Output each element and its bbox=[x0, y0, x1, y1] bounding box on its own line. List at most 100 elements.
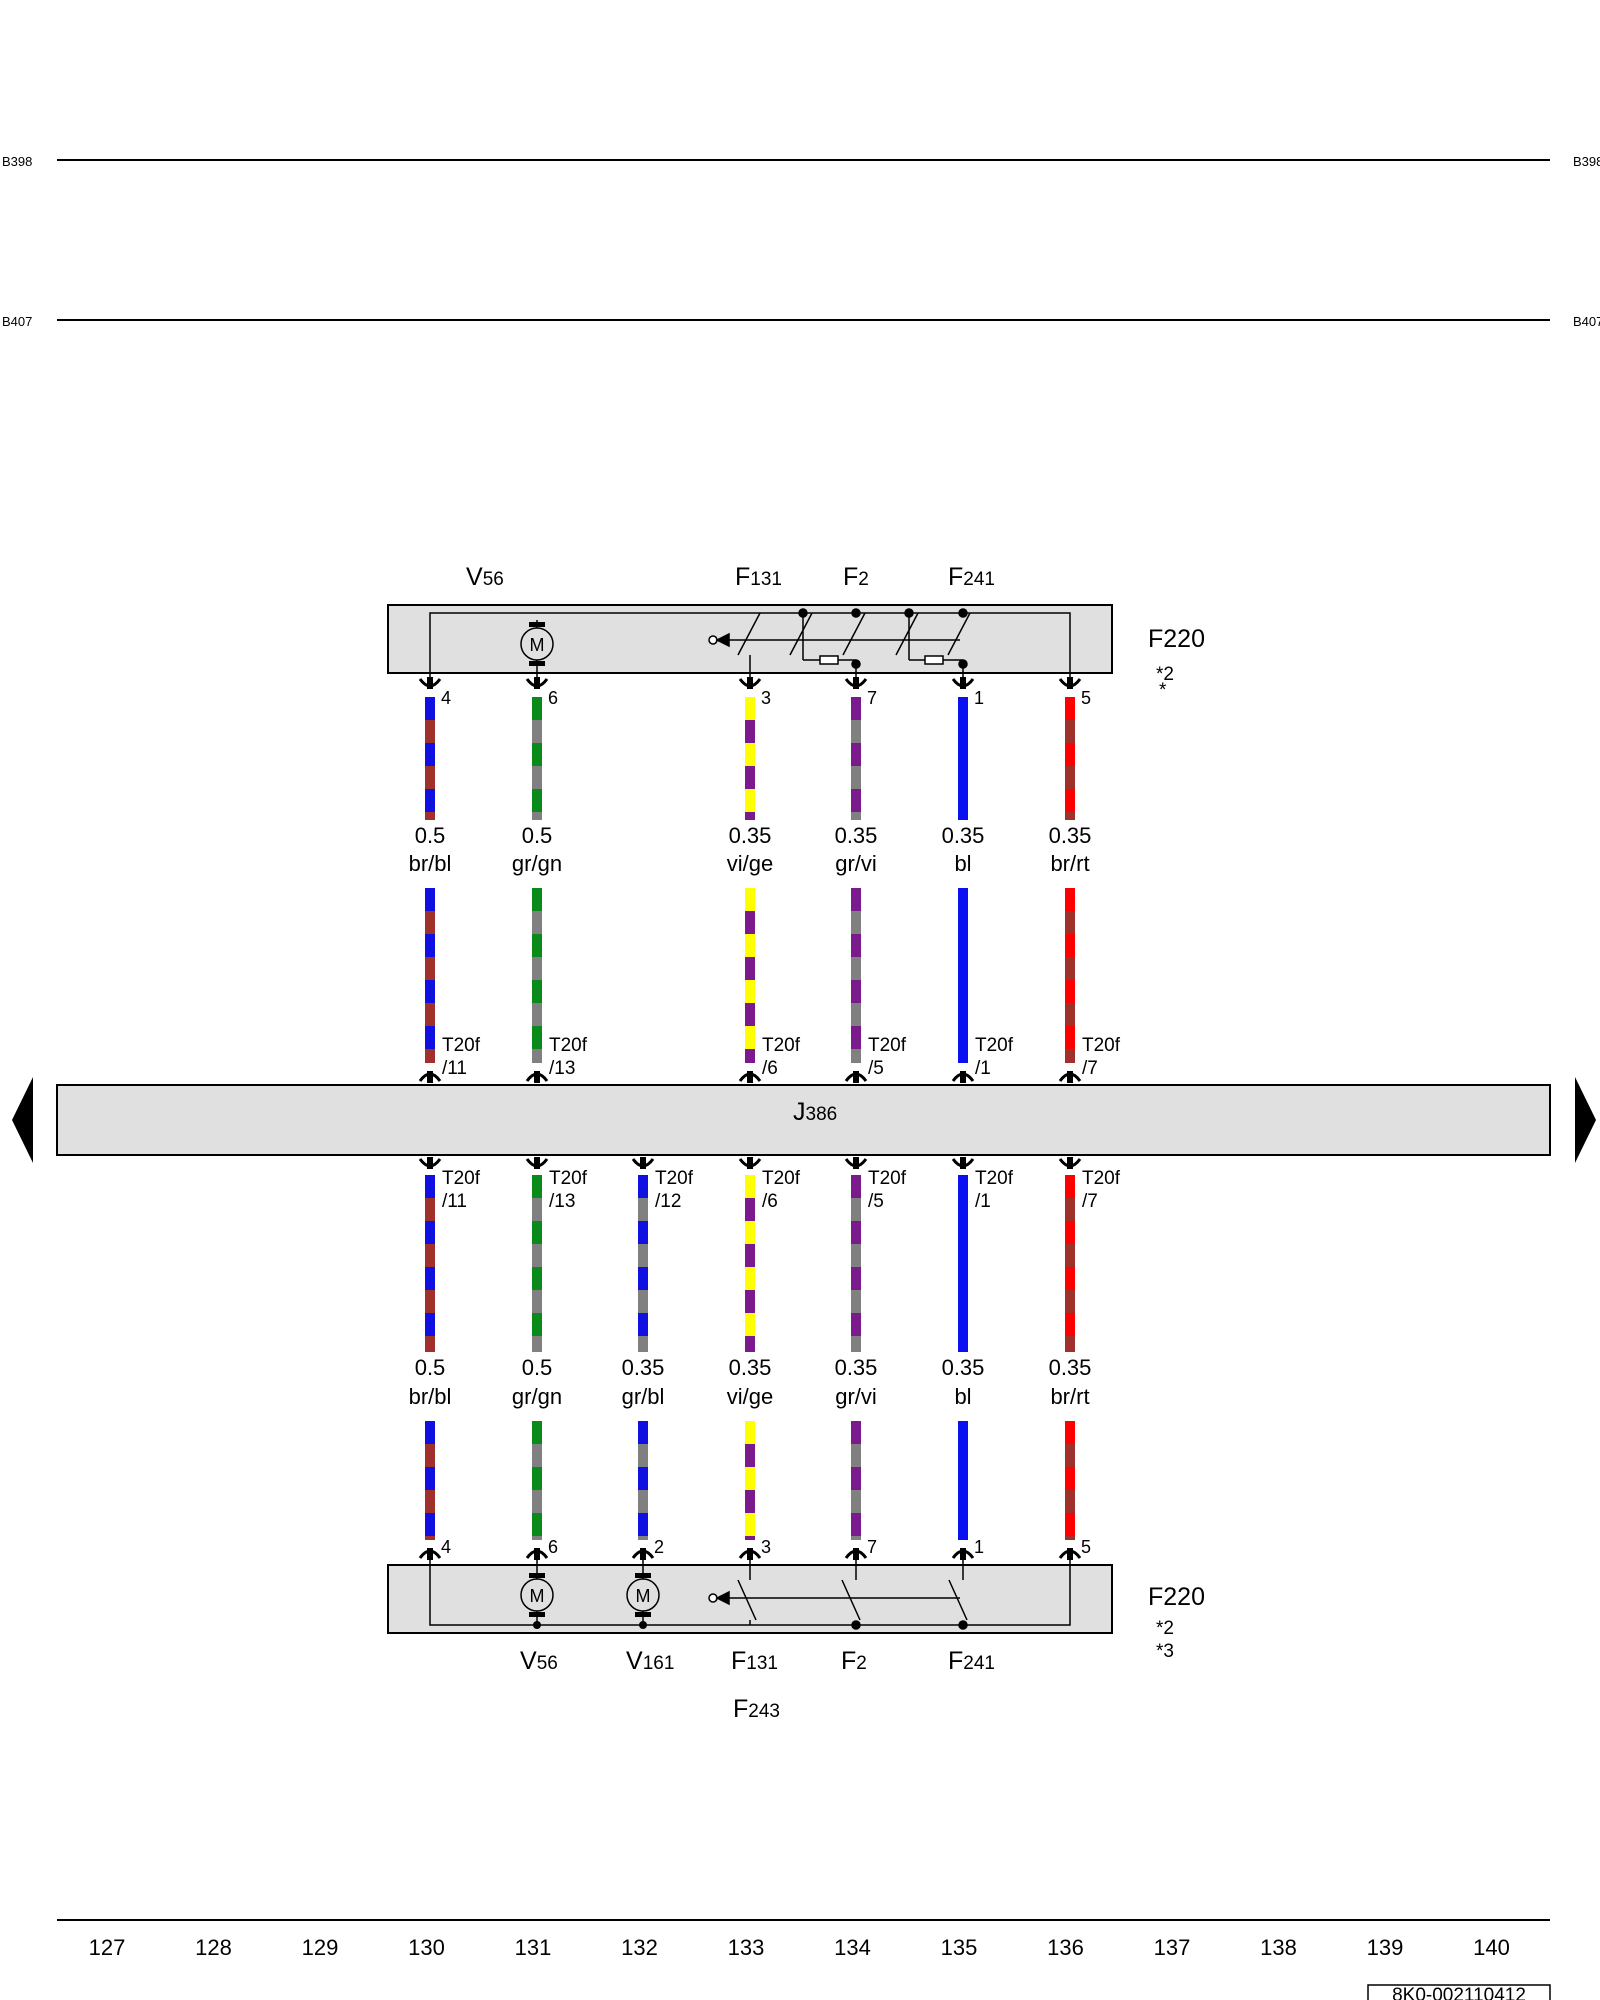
upper-unit-pin-label: 7 bbox=[867, 688, 877, 708]
upper-unit-pin-label: 6 bbox=[548, 688, 558, 708]
connector-label: T20f bbox=[868, 1035, 907, 1056]
lower-label-f243: F243 bbox=[733, 1695, 780, 1723]
wire-gauge-label: 0.5 bbox=[415, 1355, 446, 1380]
wire-gauge-label: 0.35 bbox=[729, 823, 772, 848]
svg-text:M: M bbox=[530, 1586, 545, 1606]
wire-segment bbox=[1065, 697, 1075, 820]
wire-color-label: br/bl bbox=[409, 1384, 452, 1409]
wire-segment bbox=[958, 888, 968, 1063]
doc-number-box bbox=[1367, 1984, 1551, 2000]
column-number-130: 130 bbox=[408, 1935, 445, 1960]
column-number-136: 136 bbox=[1047, 1935, 1084, 1960]
upper-unit-pin-label: 4 bbox=[441, 688, 451, 708]
bus-label-right-1: B398 bbox=[1573, 154, 1600, 169]
connector-pin-label: /5 bbox=[868, 1058, 884, 1079]
wire-segment bbox=[958, 697, 968, 820]
terminal-icon bbox=[951, 1548, 975, 1560]
terminal-icon bbox=[631, 1157, 655, 1169]
lower-wire-group: T20f/110.5br/bl4T20f/130.5gr/gn6T20f/120… bbox=[409, 1157, 1121, 1560]
lower-label-f2: F2 bbox=[841, 1647, 867, 1675]
wire-gauge-label: 0.35 bbox=[942, 1355, 985, 1380]
svg-text:M: M bbox=[636, 1586, 651, 1606]
terminal-icon bbox=[525, 1548, 549, 1560]
wire-color-label: gr/gn bbox=[512, 851, 562, 876]
terminal-icon bbox=[525, 1071, 549, 1083]
wire-segment bbox=[532, 1421, 542, 1540]
terminal-icon bbox=[844, 1157, 868, 1169]
wire-gauge-label: 0.5 bbox=[522, 1355, 553, 1380]
motor-icon: M bbox=[626, 1573, 660, 1617]
wire-segment bbox=[745, 888, 755, 1063]
upper-unit-note-2: * bbox=[1159, 680, 1167, 701]
terminal-icon bbox=[844, 1548, 868, 1560]
bus-label-left-1: B398 bbox=[2, 154, 32, 169]
connector-pin-label: /1 bbox=[975, 1191, 991, 1212]
terminal-icon bbox=[1058, 1071, 1082, 1083]
column-number-134: 134 bbox=[834, 1935, 871, 1960]
terminal-icon bbox=[1058, 1157, 1082, 1169]
connector-pin-label: /12 bbox=[655, 1191, 681, 1212]
terminal-icon bbox=[1058, 677, 1082, 689]
lower-motor-v161: M bbox=[626, 1550, 660, 1629]
wire-color-label: vi/ge bbox=[727, 1384, 773, 1409]
wire-segment bbox=[425, 1421, 435, 1540]
column-number-139: 139 bbox=[1367, 1935, 1404, 1960]
terminal-icon bbox=[525, 1157, 549, 1169]
connector-label: T20f bbox=[975, 1168, 1014, 1189]
terminal-icon bbox=[951, 677, 975, 689]
wire-segment bbox=[745, 1421, 755, 1540]
left-arrow-icon bbox=[12, 1077, 33, 1163]
wire-segment bbox=[425, 888, 435, 1063]
connector-label: T20f bbox=[868, 1168, 907, 1189]
upper-unit-note-1: *2 bbox=[1156, 664, 1174, 685]
connector-pin-label: /13 bbox=[549, 1191, 575, 1212]
wire-segment bbox=[638, 1175, 648, 1352]
wire-gauge-label: 0.35 bbox=[622, 1355, 665, 1380]
wire-color-label: gr/bl bbox=[622, 1384, 665, 1409]
column-number-131: 131 bbox=[515, 1935, 552, 1960]
wire-gauge-label: 0.35 bbox=[835, 823, 878, 848]
upper-unit-label: F220 bbox=[1148, 625, 1205, 653]
wire-segment bbox=[851, 697, 861, 820]
control-unit-label: J386 bbox=[793, 1098, 837, 1126]
connector-pin-label: /11 bbox=[442, 1191, 467, 1212]
wire-segment bbox=[1065, 1421, 1075, 1540]
connector-label: T20f bbox=[762, 1035, 801, 1056]
terminal-icon bbox=[631, 1548, 655, 1560]
right-arrow-icon bbox=[1575, 1077, 1596, 1163]
wire-segment bbox=[958, 1175, 968, 1352]
connector-label: T20f bbox=[549, 1168, 588, 1189]
wire-gauge-label: 0.35 bbox=[835, 1355, 878, 1380]
lower-label-v56: V56 bbox=[520, 1647, 558, 1675]
connector-label: T20f bbox=[549, 1035, 588, 1056]
wire-gauge-label: 0.35 bbox=[729, 1355, 772, 1380]
lower-unit-pin-label: 3 bbox=[761, 1537, 771, 1557]
terminal-icon bbox=[738, 1071, 762, 1083]
terminal-icon bbox=[1058, 1548, 1082, 1560]
connector-pin-label: /7 bbox=[1082, 1191, 1098, 1212]
terminal-icon bbox=[738, 1157, 762, 1169]
lower-unit-pin-label: 2 bbox=[654, 1537, 664, 1557]
wire-segment bbox=[425, 697, 435, 820]
lower-label-f131: F131 bbox=[731, 1647, 778, 1675]
connector-label: T20f bbox=[1082, 1035, 1121, 1056]
terminal-icon bbox=[844, 1071, 868, 1083]
upper-label-f241: F241 bbox=[948, 563, 995, 591]
connector-label: T20f bbox=[975, 1035, 1014, 1056]
wire-gauge-label: 0.35 bbox=[1049, 1355, 1092, 1380]
column-number-135: 135 bbox=[941, 1935, 978, 1960]
wire-color-label: vi/ge bbox=[727, 851, 773, 876]
lower-unit-pin-label: 5 bbox=[1081, 1537, 1091, 1557]
svg-text:M: M bbox=[530, 635, 545, 655]
terminal-icon bbox=[525, 677, 549, 689]
terminal-icon bbox=[418, 677, 442, 689]
wire-gauge-label: 0.5 bbox=[415, 823, 446, 848]
terminal-icon bbox=[951, 1071, 975, 1083]
upper-wire-group: 40.5br/blT20f/1160.5gr/gnT20f/1330.35vi/… bbox=[409, 677, 1121, 1083]
